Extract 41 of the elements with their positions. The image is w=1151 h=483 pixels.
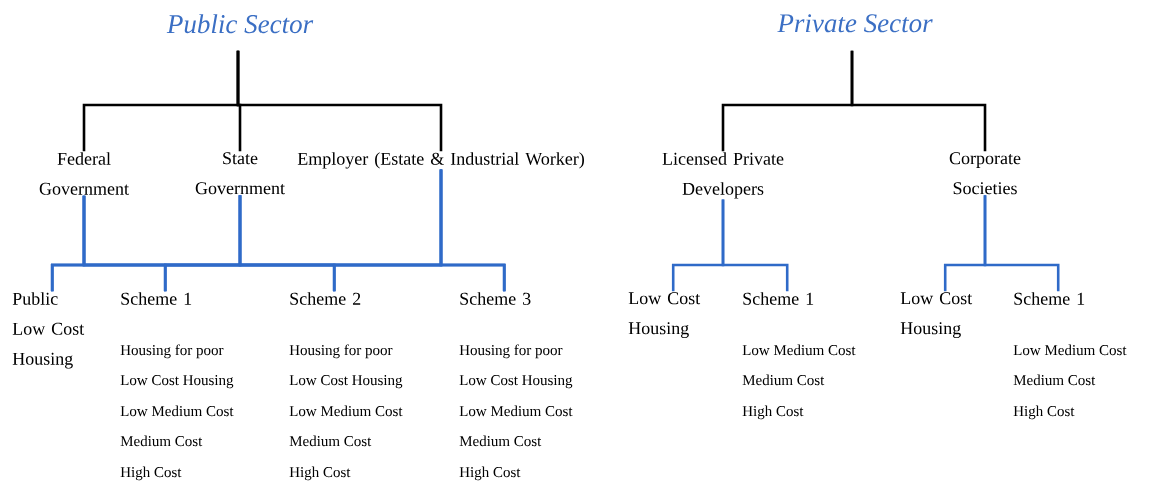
connector-line (721, 199, 789, 292)
list-item: Housing for poor (120, 344, 224, 359)
category-label: Corporate Societies (949, 152, 1021, 195)
category-label: Scheme 3 (460, 292, 531, 305)
list-item: High Cost (120, 466, 182, 481)
connector-line (850, 50, 987, 152)
connector-line (236, 50, 443, 152)
list-item: Medium Cost (120, 435, 203, 447)
sector-heading: Private Sector (777, 14, 933, 33)
list-item: Medium Cost (459, 435, 542, 447)
list-item: Low Medium Cost (742, 344, 856, 356)
list-item: High Cost (289, 466, 351, 481)
category-label: Scheme 1 (121, 292, 192, 305)
list-item: Low Medium Cost (120, 405, 234, 417)
connector-line (983, 195, 1060, 292)
category-label: Federal Government (39, 152, 129, 195)
list-item: Low Cost Housing (289, 375, 403, 389)
list-item: High Cost (742, 405, 804, 420)
list-item: High Cost (459, 466, 521, 481)
list-item: Low Cost Housing (120, 375, 234, 389)
category-label: Low Cost Housing (628, 292, 701, 338)
list-item: Medium Cost (1013, 374, 1096, 386)
list-item: Housing for poor (289, 344, 393, 359)
category-label: Scheme 1 (743, 292, 814, 305)
list-item: Low Medium Cost (459, 405, 573, 417)
category-label: Public Low Cost Housing (12, 292, 85, 369)
list-item: Housing for poor (459, 344, 563, 359)
category-label: Scheme 1 (1014, 292, 1085, 305)
category-label: Licensed Private Developers (662, 152, 784, 199)
list-item: Low Medium Cost (1013, 344, 1127, 356)
sector-heading: Public Sector (166, 14, 314, 34)
connector-line (439, 169, 506, 292)
category-label: State Government (195, 152, 285, 195)
category-label: Employer (Estate & Industrial Worker) (297, 152, 584, 169)
list-item: Low Cost Housing (459, 375, 573, 389)
list-item: High Cost (1013, 405, 1075, 420)
list-item: Low Medium Cost (289, 405, 403, 417)
list-item: Medium Cost (742, 374, 825, 386)
category-label: Low Cost Housing (900, 292, 973, 338)
list-item: Medium Cost (289, 435, 372, 447)
category-label: Scheme 2 (290, 292, 361, 305)
